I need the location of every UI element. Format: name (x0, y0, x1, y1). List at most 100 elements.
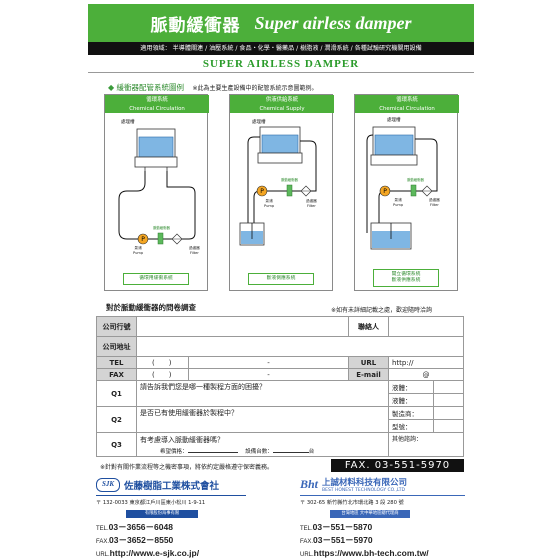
tel-label: TEL (96, 356, 137, 369)
company-address: 〒 302-65 新竹縣竹北市環北路 3 段 280 號 (300, 500, 404, 506)
panel-footer: 開立循環系統斷液供應系統 (373, 269, 439, 287)
supply-tank-icon (370, 222, 412, 250)
damper-icon (157, 232, 164, 245)
email-label: E-mail (348, 368, 389, 381)
sjk-logo: SJK (96, 478, 120, 492)
supply-diagram: P (239, 126, 317, 246)
damper-label: 脈動緩衝器 (407, 178, 424, 182)
q3-cell[interactable]: 有考慮導入脈動緩衝器嗎？ 希望價格： 設備台數：台 (136, 432, 389, 457)
damper-label: 脈動緩衝器 (153, 226, 170, 230)
other-field[interactable]: 其他諮詢： (388, 432, 464, 457)
q2-text[interactable]: 是否已有使用緩衝器於製程中？ (136, 406, 389, 433)
filter-icon (421, 185, 433, 197)
section-title: 緩衝器配管系統圖例 (116, 83, 185, 92)
company-name: 上誠材料科技有限公司 (322, 478, 408, 488)
contact-field[interactable] (388, 316, 464, 337)
company-field[interactable] (136, 316, 349, 337)
fax: FAX.03－551－5970 (300, 535, 373, 545)
divider (88, 72, 474, 73)
website[interactable]: URL.https://www.bh-tech.com.tw/ (300, 548, 429, 558)
q1-label: Q1 (96, 380, 137, 407)
pump-icon: P (379, 185, 391, 197)
q3-text: 有考慮導入脈動緩衝器嗎？ (140, 435, 224, 444)
contact-label: 聯絡人 (348, 316, 389, 337)
circulation-diagram-1: P (118, 128, 196, 245)
company-name-en: BEST HONEST TECHNOLOGY CO.,LTD (322, 488, 405, 493)
company-sjk: SJK 佐藤樹脂工業株式會社 〒 132-0033 東京都江戶川區東小松川 1-… (96, 478, 246, 560)
panel-title-en: Chemical Supply (259, 105, 305, 112)
liquid-field[interactable] (433, 380, 464, 394)
fax-banner: FAX. 03-551-5970 (331, 459, 464, 472)
model-field[interactable] (433, 419, 464, 433)
title-en: Super airless damper (254, 12, 412, 33)
tel: TEL.03－3656－6048 (96, 522, 173, 532)
diagram-panel-circulation-2: 循環系統 Chemical Circulation 處理槽 P 脈動緩衝器 泵浦… (354, 94, 459, 291)
svg-text:P: P (141, 236, 145, 243)
company-name: 佐藤樹脂工業株式會社 (124, 481, 220, 492)
q3-fields: 希望價格： 設備台數：台 (160, 448, 315, 455)
process-label: 液體： (388, 393, 434, 407)
panel-title-en: Chemical Circulation (129, 105, 185, 112)
confidential-note: ※針對有關作業流程等之機密事項，將依約定嚴格遵守保密義務。 (100, 464, 274, 471)
pump-icon: P (137, 233, 149, 245)
section-note: ※此為主要生產設備中的配管系統示意圖範例。 (192, 85, 318, 92)
svg-text:P: P (383, 188, 387, 195)
address-label: 公司地址 (96, 336, 137, 357)
filter-icon (300, 185, 312, 197)
fax-field[interactable]: () (136, 368, 189, 381)
panel-title-en: Chemical Circulation (379, 105, 435, 112)
damper-icon (286, 184, 293, 197)
panel-title-zh: 供液供給系統 (265, 97, 299, 103)
process-tank-icon (257, 126, 303, 164)
url-label: URL (348, 356, 389, 369)
survey-note: ※如有未詳細記載之處，歡迎隨時洽詢 (331, 307, 433, 314)
diamond-bullet-icon: ◆ (108, 83, 115, 92)
survey-form: 公司行號 聯絡人 公司地址 TEL () - URL http:// FAX (… (96, 316, 464, 457)
model-label: 型號： (388, 419, 434, 433)
tel-number-field[interactable]: - (188, 356, 349, 369)
applications-bar: 適用領域： 半導體關連 / 油壓系統 / 食品・化學・醫藥品 / 樹脂液 / 潤… (88, 42, 474, 55)
header-banner (88, 4, 474, 42)
process-tank-icon (134, 128, 178, 171)
svg-text:P: P (260, 188, 264, 195)
fax-label: FAX (96, 368, 137, 381)
website[interactable]: URL.http://www.e-sjk.co.jp/ (96, 548, 200, 558)
q1-text[interactable]: 請告訴我們您是哪一種製程方面的困擾？ (136, 380, 389, 407)
company-band: 台灣地區 大中華地區總代理商 (330, 510, 410, 518)
panel-header: 循環系統 Chemical Circulation (355, 95, 459, 113)
company-bht: Bht 上誠材料科技有限公司 BEST HONEST TECHNOLOGY CO… (300, 476, 465, 560)
panel-header: 供液供給系統 Chemical Supply (230, 95, 334, 113)
company-label: 公司行號 (96, 316, 137, 337)
maker-label: 製造商： (388, 406, 434, 420)
panel-title-zh: 循環系統 (146, 97, 168, 103)
tank-label: 處理槽 (252, 120, 266, 125)
maker-field[interactable] (433, 406, 464, 420)
q2-label: Q2 (96, 406, 137, 433)
email-field[interactable]: @ (388, 368, 464, 381)
panel-footer: 斷液側應系統 (248, 273, 314, 285)
tank-label: 處理槽 (387, 118, 401, 123)
address-field[interactable] (136, 336, 464, 357)
filter-icon (171, 233, 183, 245)
tank-label: 處理槽 (121, 120, 135, 125)
supply-tank-icon (239, 222, 265, 246)
circulation-diagram-2: P (366, 126, 438, 250)
damper-label: 脈動緩衝器 (281, 178, 298, 182)
tel-field[interactable]: () (136, 356, 189, 369)
panel-footer: 循環用緩衝系統 (123, 273, 189, 285)
subtitle: SUPER AIRLESS DAMPER (202, 58, 360, 70)
diagram-panel-circulation-1: 循環系統 Chemical Circulation 處理槽 P 脈動緩衝器 泵浦… (104, 94, 209, 291)
bht-logo: Bht (300, 477, 319, 491)
pump-icon: P (256, 185, 268, 197)
process-field[interactable] (433, 393, 464, 407)
q3-label: Q3 (96, 432, 137, 457)
url-field[interactable]: http:// (388, 356, 464, 369)
fax-number-field[interactable]: - (188, 368, 349, 381)
